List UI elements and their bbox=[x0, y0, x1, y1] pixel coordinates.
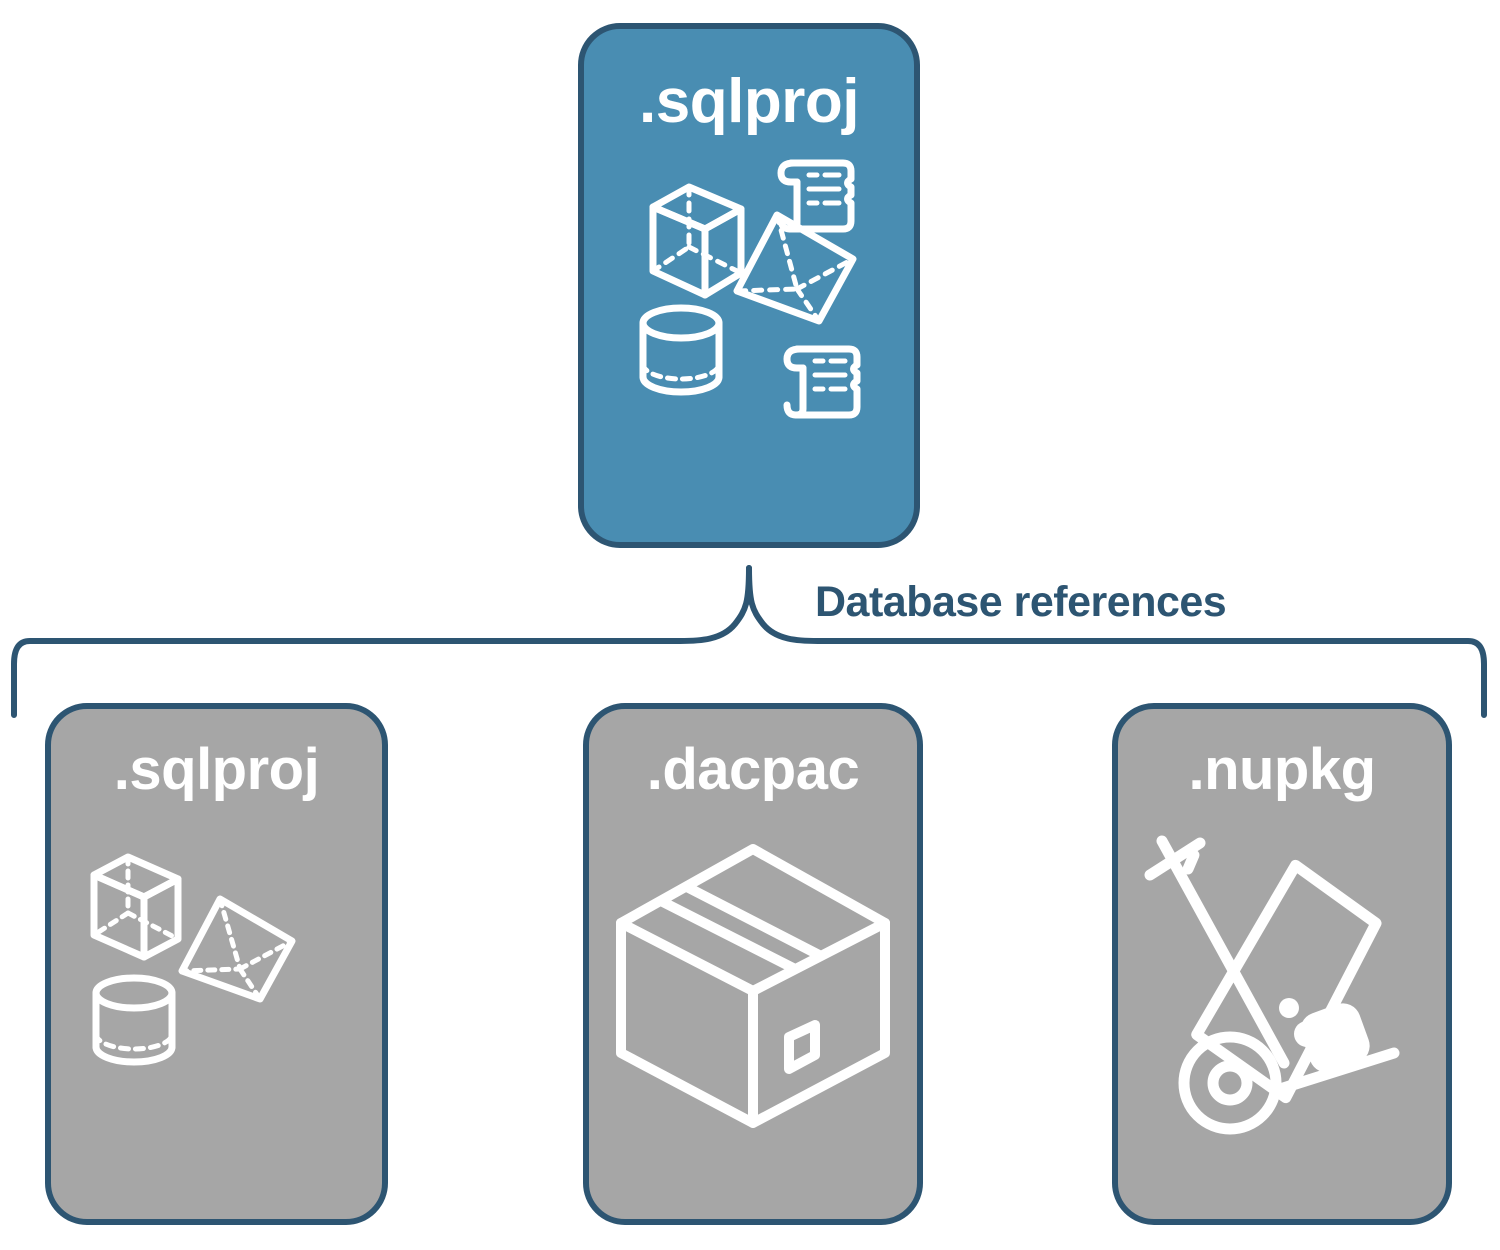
cube-wireframe-icon bbox=[649, 183, 745, 299]
connector-label-database-references: Database references bbox=[815, 578, 1227, 626]
script-scroll-icon bbox=[777, 159, 855, 233]
pyramid-wireframe-icon bbox=[178, 895, 295, 1003]
card-title: .nupkg bbox=[1188, 737, 1376, 802]
card-title: .sqlproj bbox=[113, 737, 320, 802]
icon-group-database-objects bbox=[82, 841, 312, 1071]
package-box-icon bbox=[616, 844, 890, 1128]
card-title: .sqlproj bbox=[639, 67, 859, 136]
pyramid-wireframe-icon bbox=[733, 211, 857, 325]
node-card-sqlproj-reference[interactable]: .sqlproj bbox=[45, 703, 388, 1225]
script-scroll-icon bbox=[783, 345, 861, 419]
node-card-dacpac[interactable]: .dacpac bbox=[583, 703, 923, 1225]
node-card-sqlproj-primary[interactable]: .sqlproj bbox=[578, 23, 920, 548]
cube-wireframe-icon bbox=[90, 853, 181, 961]
icon-group-database-objects bbox=[629, 149, 869, 429]
card-title: .dacpac bbox=[646, 737, 860, 802]
brace-left-hook bbox=[677, 565, 752, 644]
icon-group-package bbox=[603, 831, 903, 1131]
cylinder-wireframe-icon bbox=[92, 974, 175, 1066]
icon-group-hand-truck bbox=[1132, 831, 1432, 1135]
brace-right-hook bbox=[746, 565, 821, 644]
cylinder-wireframe-icon bbox=[639, 304, 723, 396]
hand-truck-package-icon bbox=[1144, 835, 1400, 1135]
nuget-logo-icon bbox=[1279, 998, 1370, 1073]
node-card-nupkg[interactable]: .nupkg bbox=[1112, 703, 1452, 1225]
